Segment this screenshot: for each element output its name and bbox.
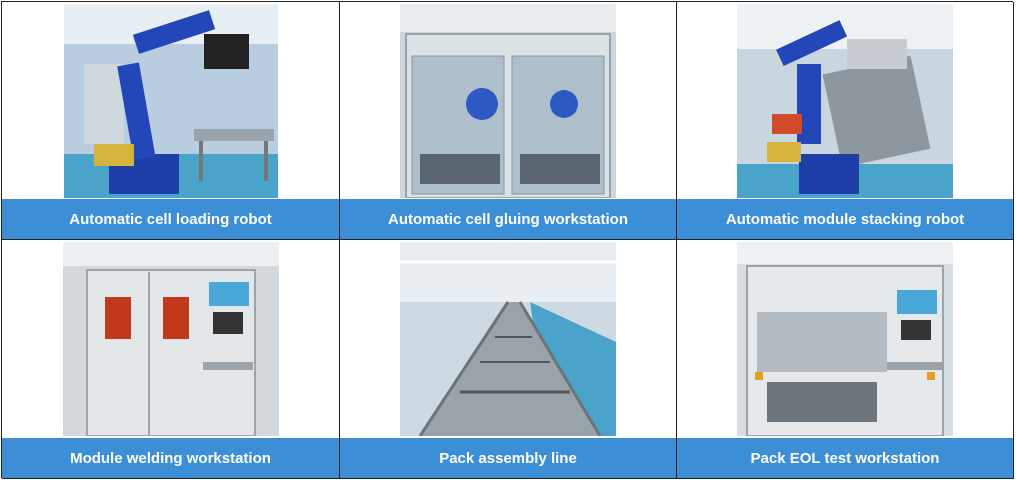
panel-cell-loading-robot: Automatic cell loading robot (2, 2, 340, 240)
welding-cabinet-photo (62, 242, 279, 436)
panel-module-stacking-robot: Automatic module stacking robot (677, 2, 1014, 240)
panel-module-welding-workstation: Module welding workstation (2, 240, 340, 479)
panel-pack-assembly-line: Pack assembly line (340, 240, 677, 479)
stacking-robot-photo (737, 4, 953, 198)
gluing-workstation-photo (400, 4, 616, 198)
caption-module-stacking-robot: Automatic module stacking robot (677, 199, 1013, 239)
caption-cell-gluing-workstation: Automatic cell gluing workstation (340, 199, 676, 239)
caption-pack-eol-test-workstation: Pack EOL test workstation (677, 438, 1013, 478)
caption-pack-assembly-line: Pack assembly line (340, 438, 676, 478)
panel-cell-gluing-workstation: Automatic cell gluing workstation (340, 2, 677, 240)
caption-module-welding-workstation: Module welding workstation (2, 438, 339, 478)
test-station-photo (737, 242, 953, 436)
industrial-robot-arm-photo (63, 4, 278, 198)
panel-pack-eol-test-workstation: Pack EOL test workstation (677, 240, 1014, 479)
caption-cell-loading-robot: Automatic cell loading robot (2, 199, 339, 239)
conveyor-line-photo (400, 242, 616, 436)
